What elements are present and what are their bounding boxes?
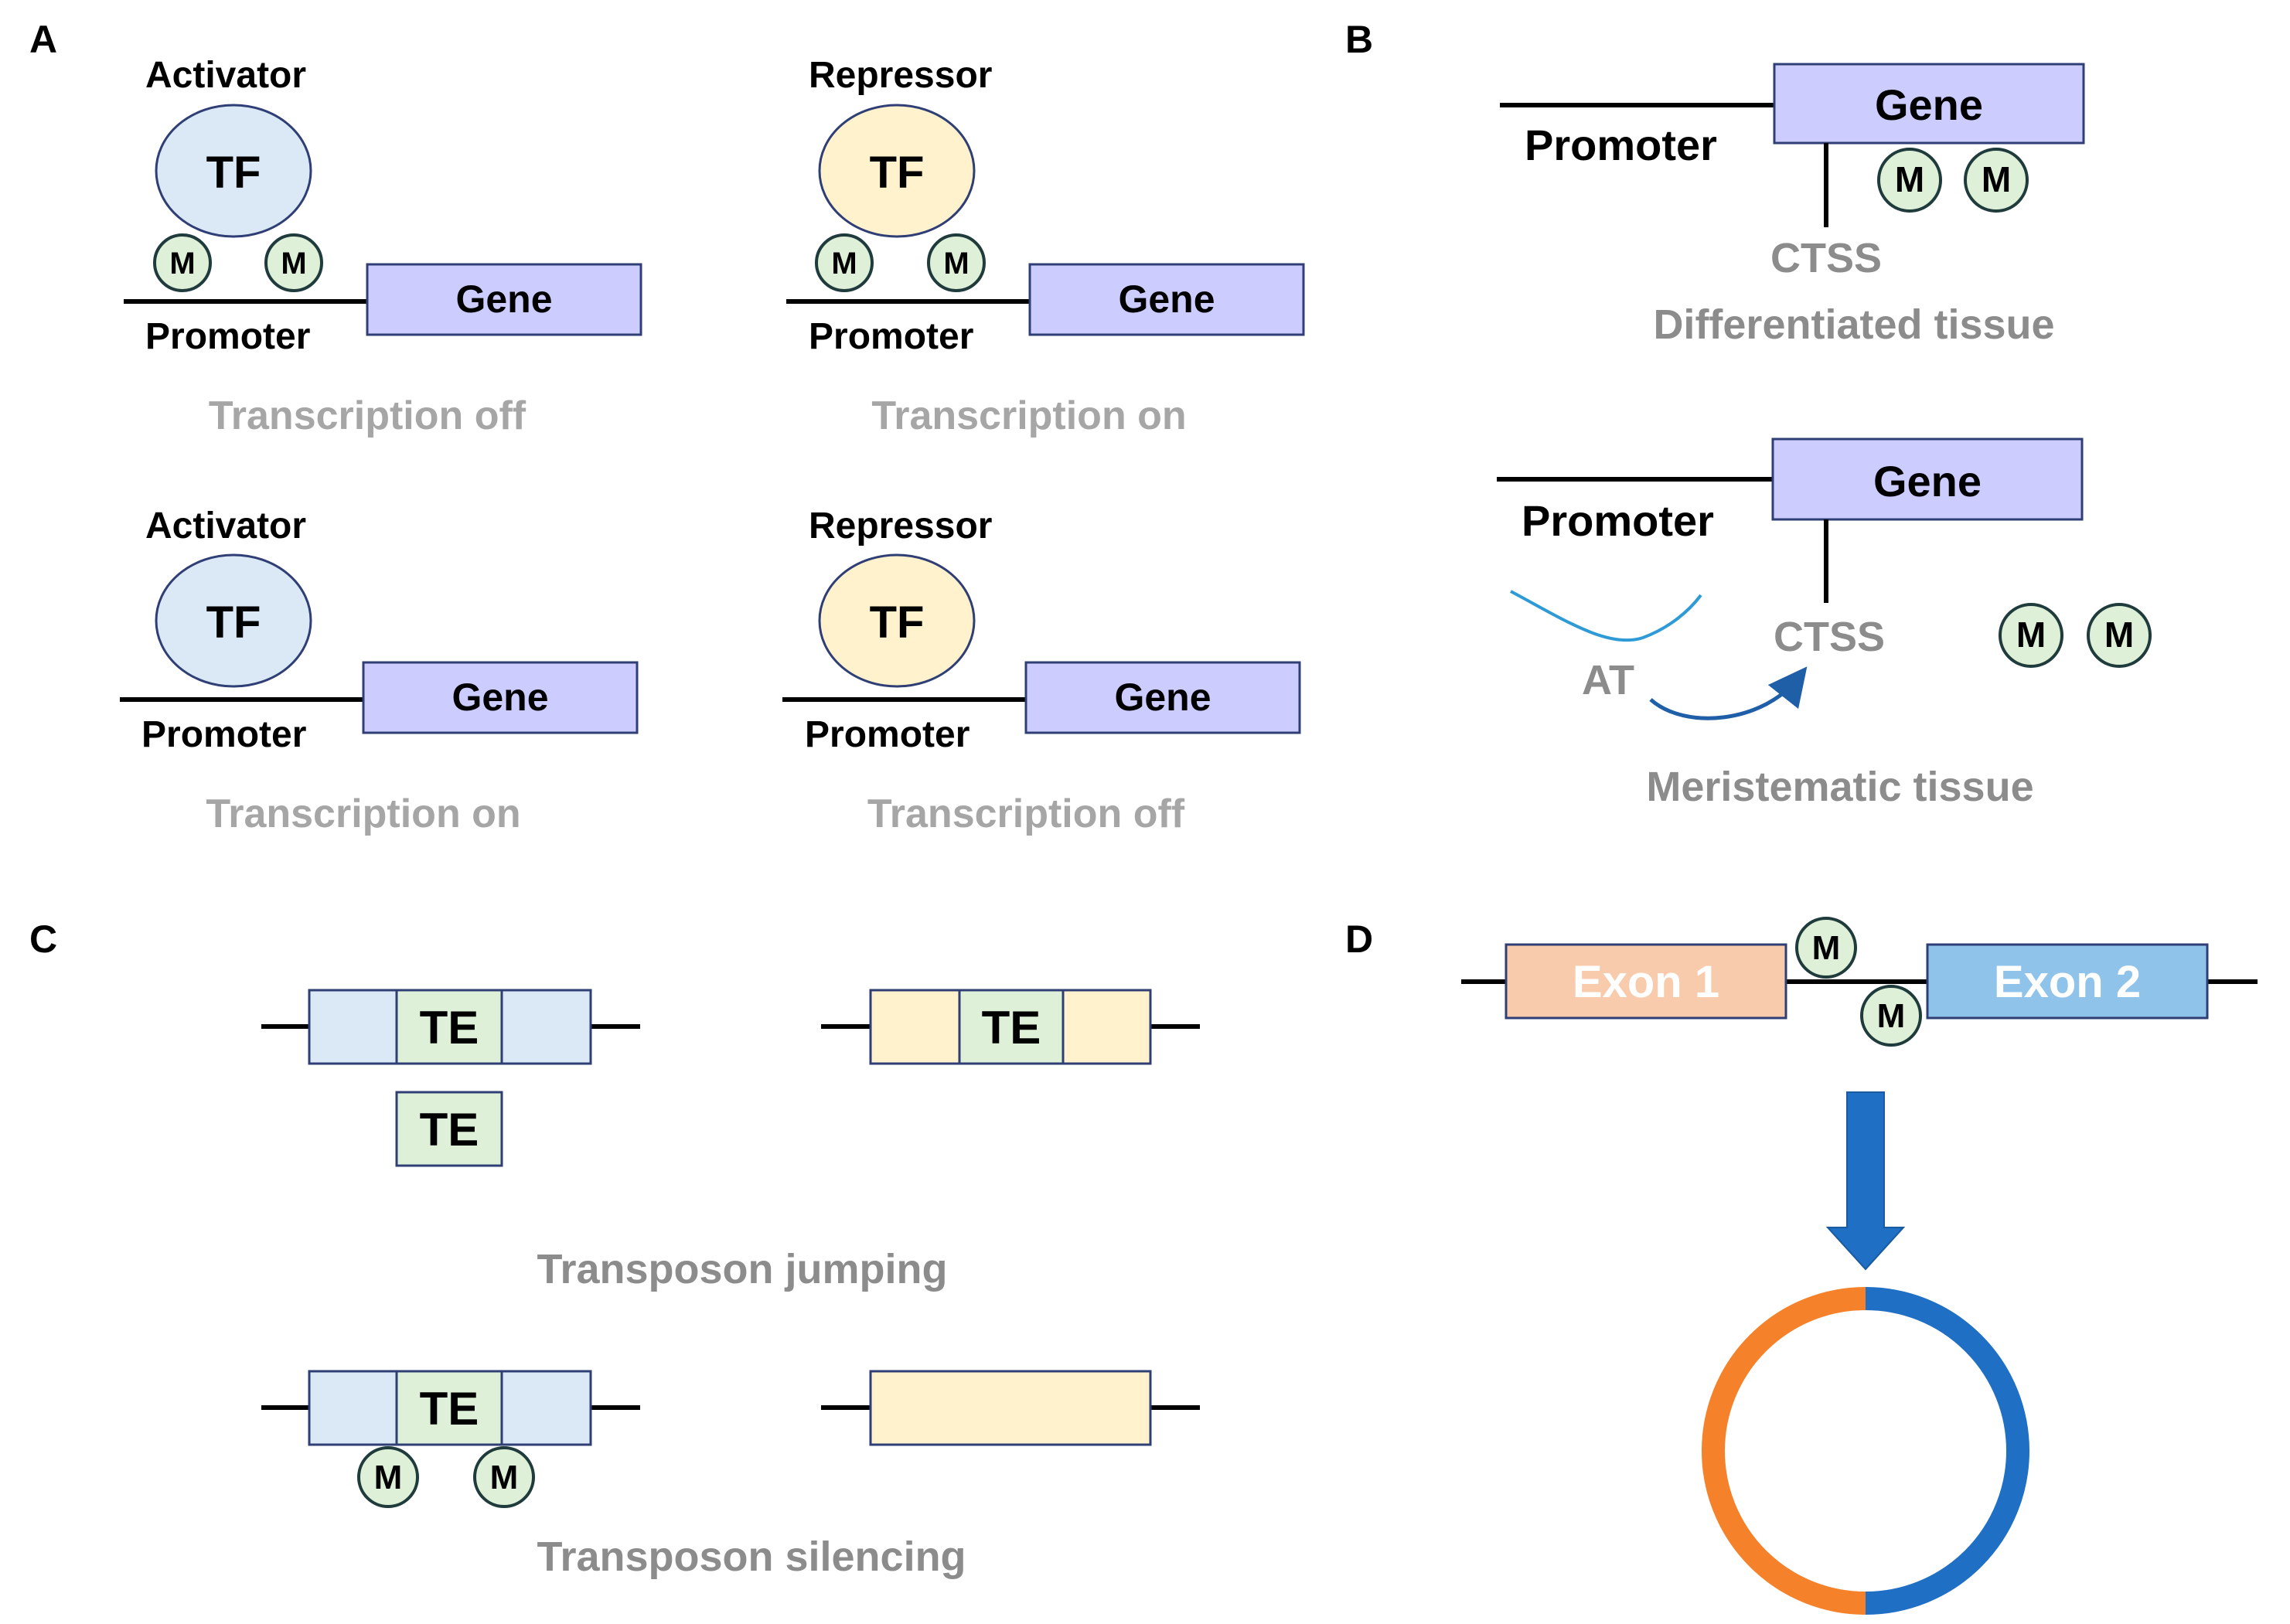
exon1-label: Exon 1 [1573,957,1719,1007]
circle-orange-half [1702,1287,1866,1615]
methyl-mark [815,233,874,292]
methyl-label: M [1812,929,1841,967]
transposon-jumping-label: Transposon jumping [537,1246,947,1292]
repressor-tf-oval [818,553,976,688]
panel-d-circrna: Exon 1 Exon 2 M M [1461,917,2258,1615]
panel-c-jumping: TE TE TE Transposon jumping [261,989,1200,1292]
methyl-label: M [2104,615,2134,655]
tf-label: TF [206,148,261,198]
panel-a-activator-methylated: Activator TF M M Gene Promoter Transcrip… [124,55,642,438]
methyl-mark [1999,603,2063,668]
ctss-label: CTSS [1774,614,1885,660]
promoter-label: Promoter [145,316,310,357]
methyl-mark [1795,917,1857,979]
repressor-tf-oval [818,104,976,238]
methyl-mark [2087,603,2152,668]
panel-a-repressor-unmethylated: Repressor TF Gene Promoter Transcription… [782,506,1301,836]
promoter-label: Promoter [1525,121,1717,169]
gene-box [1024,661,1301,734]
down-arrow [1825,1091,1906,1271]
methyl-label: M [169,247,195,281]
methyl-label: M [1982,159,2011,199]
methyl-mark [153,233,212,292]
panel-letter-b: B [1345,18,1373,61]
panel-letter-c: C [29,918,57,961]
panel-c-silencing: TE M M Transposon silencing [261,1370,1200,1580]
panel-b-meristematic: Gene Promoter CTSS M M AT Meristematic t… [1497,437,2152,810]
methyl-label: M [374,1459,403,1496]
gene-label: Gene [452,676,548,719]
methyl-mark [1964,148,2029,213]
tissue-label: Differentiated tissue [1653,301,2054,348]
methyl-mark [473,1446,535,1508]
methyl-label: M [2016,615,2046,655]
ctss-label: CTSS [1770,235,1882,281]
te-box [395,1370,503,1446]
alternative-transcript-curve [1510,590,1702,642]
gene-label: Gene [1875,80,1983,129]
panel-letter-d: D [1345,918,1373,961]
transposon-silencing-label: Transposon silencing [537,1534,966,1580]
repressor-label: Repressor [809,506,992,546]
tf-label: TF [206,598,261,648]
methyl-mark [1860,985,1922,1047]
tf-label: TF [870,148,925,198]
transcription-status: Transcription on [206,792,520,836]
transcription-status: Transcription on [871,393,1186,438]
gene-box [1028,263,1305,336]
te-label: TE [420,1104,479,1156]
gene-label: Gene [455,277,552,321]
methyl-label: M [1895,159,1924,199]
methyl-mark [357,1446,419,1508]
methyl-label: M [943,247,969,281]
promoter-label: Promoter [1522,496,1714,545]
panel-letter-a: A [29,18,57,61]
repressor-label: Repressor [809,55,992,96]
gene-box [1771,437,2084,521]
promoter-label: Promoter [141,714,306,755]
tf-label: TF [870,598,925,648]
promoter-label: Promoter [809,316,973,357]
gene-label: Gene [1118,277,1215,321]
te-label: TE [420,1002,479,1054]
panel-b-differentiated: Gene Promoter M M CTSS Differentiated ti… [1500,63,2085,348]
activator-label: Activator [145,55,306,96]
at-to-ctss-arrow [1649,666,1808,720]
te-jumping-box [395,1091,503,1167]
circle-blue-half [1865,1287,2029,1615]
promoter-label: Promoter [805,714,970,755]
empty-site-box [869,1370,1152,1446]
methyl-label: M [831,247,857,281]
gene-label: Gene [1873,457,1982,506]
transcription-status: Transcription off [867,792,1185,836]
exon2-label: Exon 2 [1994,957,2141,1007]
exon2-box [1926,943,2209,1020]
te-label: TE [982,1002,1041,1054]
te-label: TE [420,1383,479,1435]
methyl-mark [927,233,986,292]
transcription-status: Transcription off [209,393,526,438]
te-box [958,989,1065,1065]
gene-box [1773,63,2085,145]
methyl-mark [264,233,323,292]
gene-label: Gene [1114,676,1211,719]
gene-box [362,661,639,734]
methyl-label: M [1877,997,1906,1035]
methyl-label: M [490,1459,519,1496]
activator-tf-oval [155,104,312,238]
exon1-box [1505,943,1787,1020]
tissue-label: Meristematic tissue [1646,764,2033,810]
at-label: AT [1582,657,1634,703]
gene-box [366,263,642,336]
methyl-label: M [281,247,306,281]
panel-a-activator-unmethylated: Activator TF Gene Promoter Transcription… [120,506,639,836]
methyl-mark [1877,148,1942,213]
activator-tf-oval [155,553,312,688]
activator-label: Activator [145,506,306,546]
panel-a-repressor-methylated: Repressor TF M M Gene Promoter Transcrip… [786,55,1305,438]
te-box [395,989,503,1065]
